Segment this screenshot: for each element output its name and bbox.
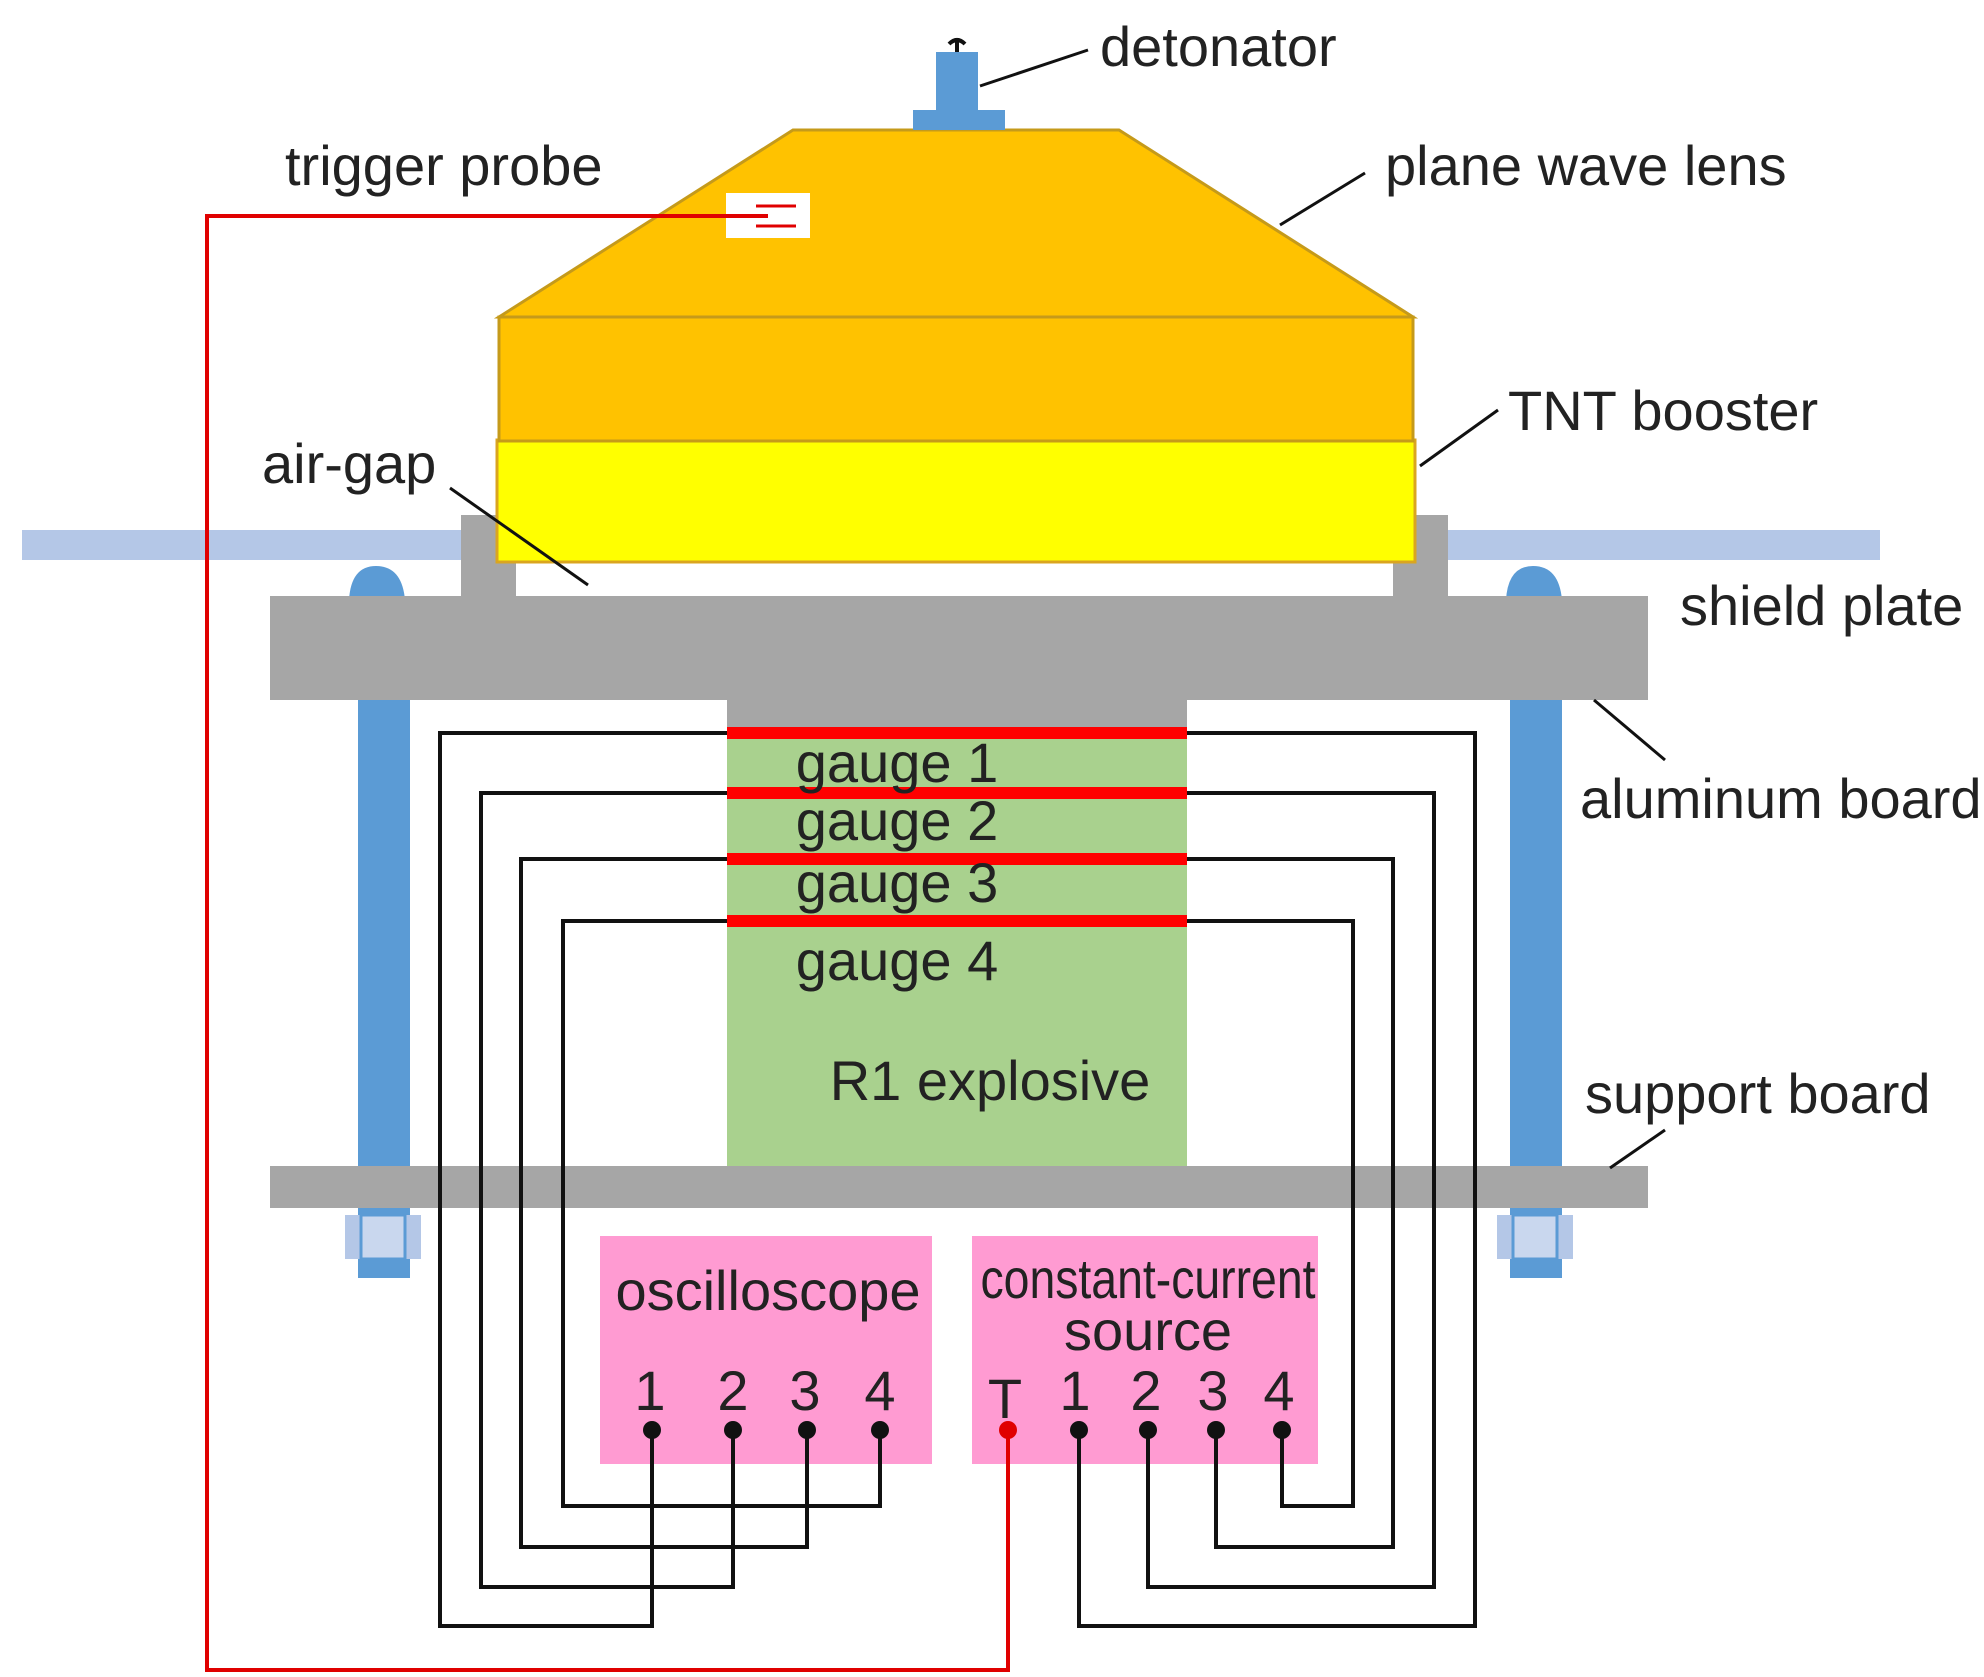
src-channel-4: 4 [1263,1359,1294,1422]
right-bolt [1497,566,1573,1278]
gauge-2-label: gauge 2 [796,789,998,852]
r1-explosive-label: R1 explosive [830,1049,1151,1112]
current-source-title-line1: constant-current [981,1247,1316,1310]
trigger-wire [205,214,1010,1672]
r1-explosive-block [727,735,1187,1166]
src-channel-3: 3 [1197,1359,1228,1422]
shield-plate-label: shield plate [1680,574,1963,637]
aluminum-board [270,515,1648,735]
aluminum-board-label: aluminum board [1580,767,1982,830]
osc-channel-2: 2 [717,1359,748,1422]
src-channel-1: 1 [1059,1359,1090,1422]
trigger-probe-label: trigger probe [285,134,603,197]
leader-lines [449,48,1666,1170]
support-board-label: support board [1585,1062,1931,1125]
osc-channel-3: 3 [789,1359,820,1422]
tnt-booster [495,438,1417,564]
detonator-label: detonator [1100,15,1337,78]
gauge-3-label: gauge 3 [796,851,998,914]
osc-channel-1: 1 [634,1359,665,1422]
oscilloscope-title: oscilloscope [615,1259,920,1322]
plane-wave-lens-label: plane wave lens [1385,134,1787,197]
left-bolt [345,566,421,1278]
gauge-4-label: gauge 4 [796,929,998,992]
support-board [270,1166,1648,1208]
terminal-dots [643,1421,1291,1439]
src-channel-2: 2 [1130,1359,1161,1422]
air-gap-label: air-gap [262,432,436,495]
src-channel-t: T [988,1367,1022,1430]
gauge-lines [727,727,1187,927]
current-source-title-line2: source [1064,1299,1232,1362]
gauge-1-label: gauge 1 [796,731,998,794]
gauge-wiring [438,731,1477,1628]
tnt-booster-label: TNT booster [1508,379,1818,442]
detonator [913,38,1005,130]
plane-wave-lens [493,128,1419,443]
osc-channel-4: 4 [864,1359,895,1422]
